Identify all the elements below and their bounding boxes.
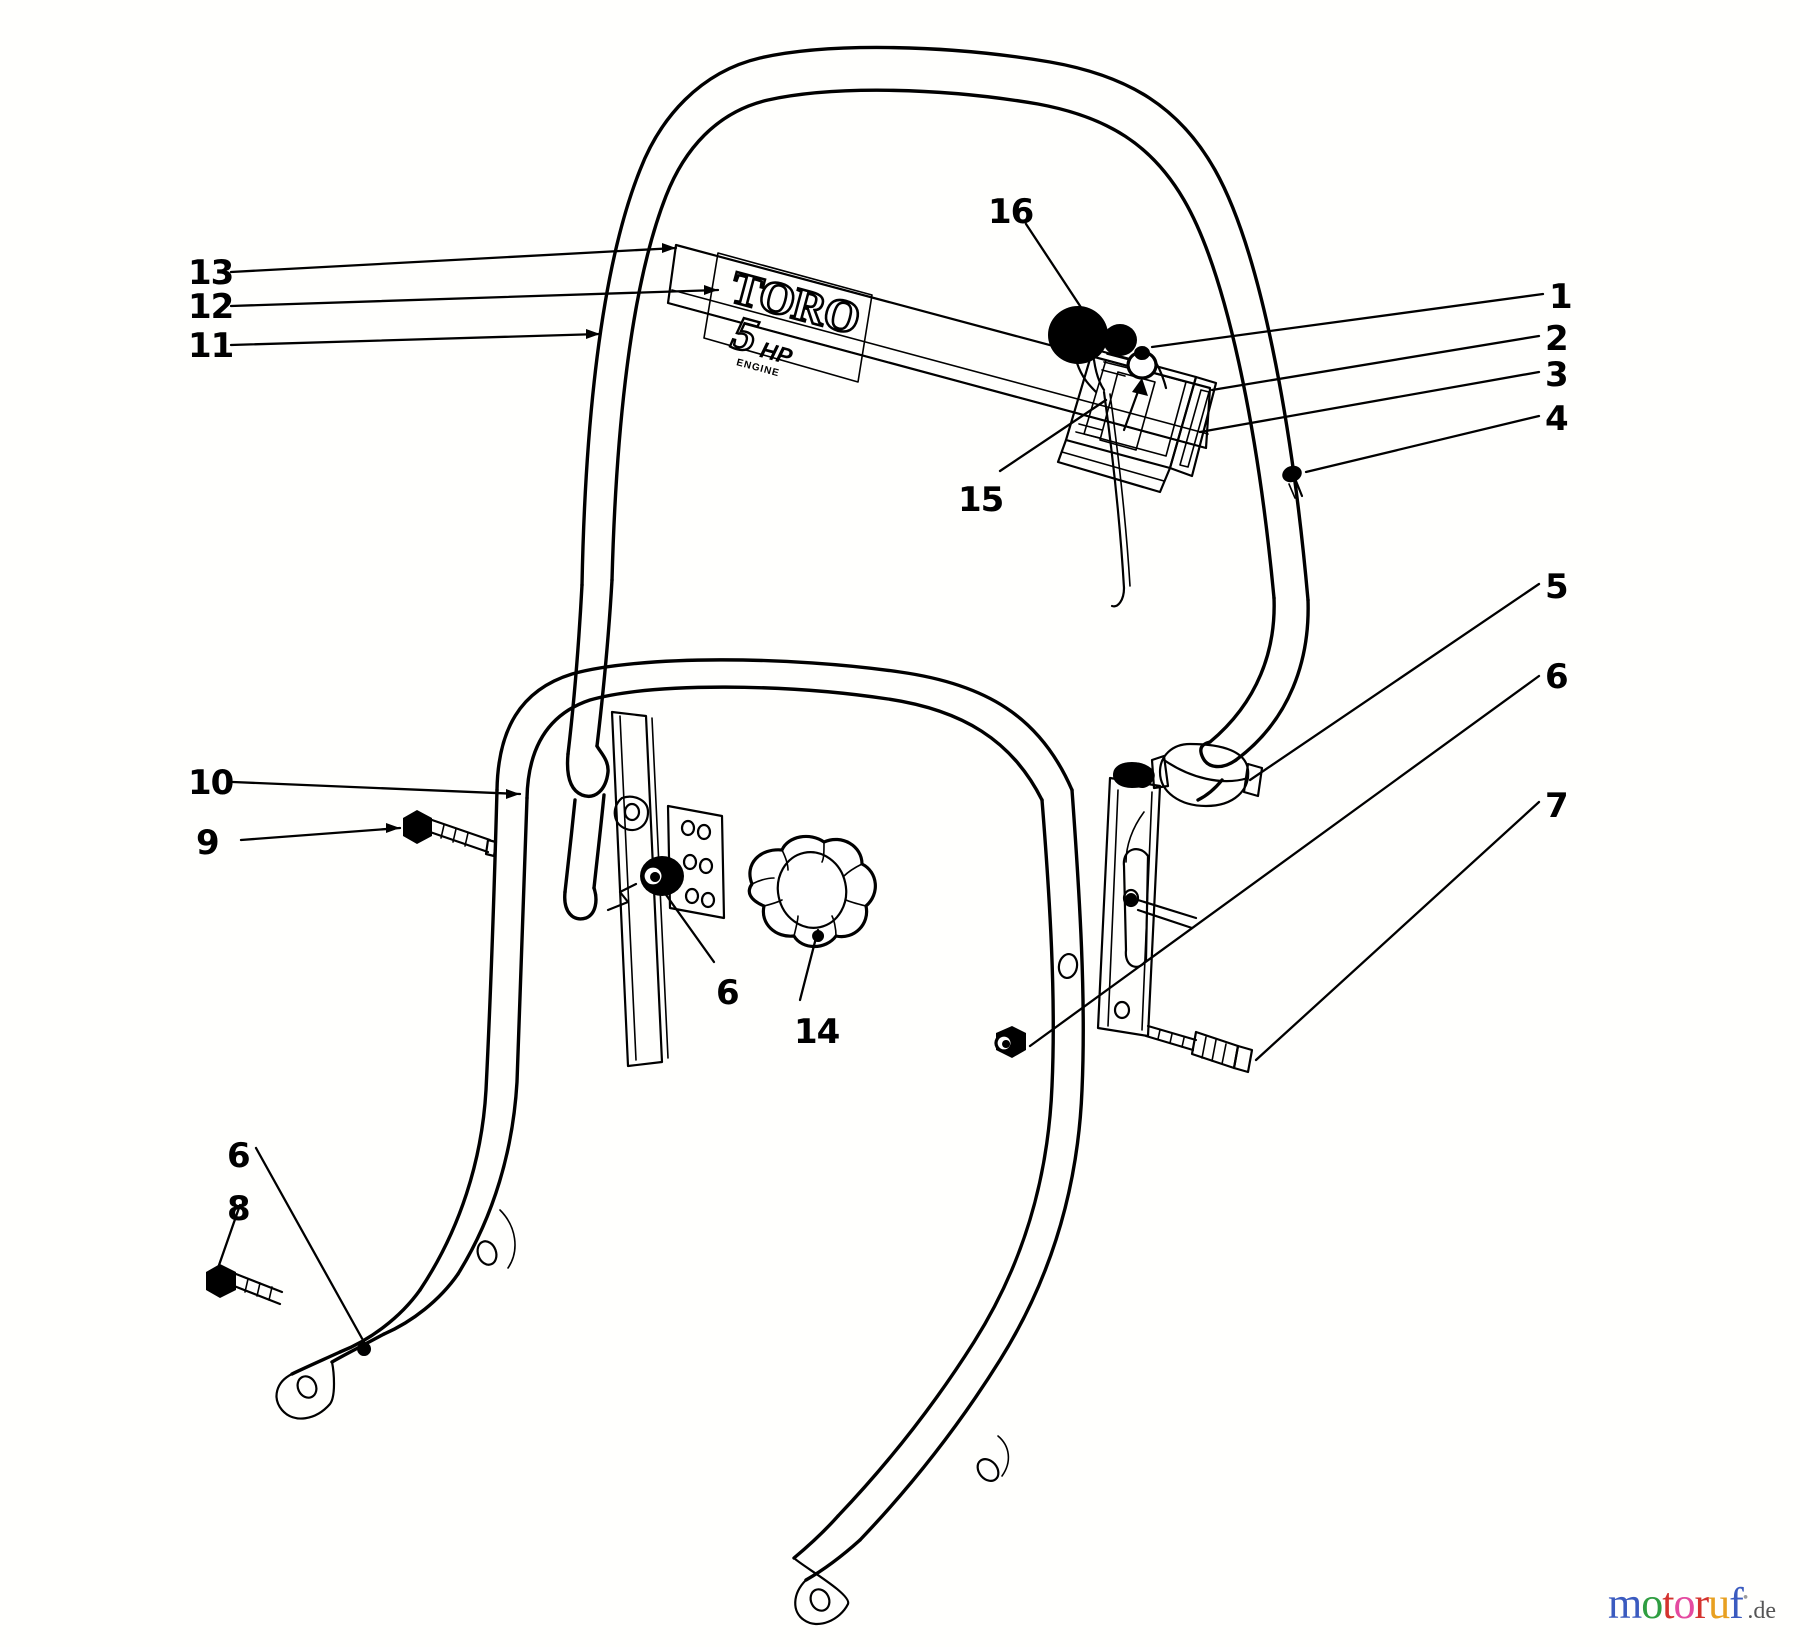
callout-12: 12 [188, 287, 234, 327]
callout-14: 14 [794, 1012, 840, 1052]
callout-4: 4 [1545, 399, 1569, 439]
callout-9: 9 [196, 823, 220, 863]
callout-5: 5 [1545, 567, 1569, 607]
callout-2: 2 [1545, 319, 1569, 359]
star-knob-item14 [747, 834, 877, 949]
leader-lines [216, 222, 1545, 1356]
callout-13: 13 [188, 253, 234, 293]
lower-handle-right [792, 788, 1085, 1626]
hex-nut-right [994, 1026, 1026, 1058]
callout-6-center: 6 [716, 973, 740, 1013]
bolt-item7 [1144, 1024, 1254, 1074]
wm-suffix: .de [1747, 1598, 1777, 1624]
cable-clip-item5 [1131, 742, 1264, 808]
callout-11: 11 [188, 326, 234, 366]
wm-letter-u: u [1708, 1579, 1730, 1628]
screw-item4 [1282, 465, 1304, 499]
callout-8: 8 [227, 1189, 251, 1229]
callout-3: 3 [1545, 355, 1569, 395]
upper-handle-loop [563, 45, 1310, 921]
wm-letter-o1: o [1641, 1579, 1663, 1628]
callout-15: 15 [958, 480, 1004, 520]
bolt-item8 [206, 1264, 284, 1306]
wm-letter-r: r [1694, 1579, 1709, 1628]
wm-letter-o2: o [1673, 1579, 1695, 1628]
callout-1: 1 [1549, 277, 1573, 317]
callout-6-right: 6 [1545, 657, 1569, 697]
motoruf-watermark: motoruf•.de [1608, 1578, 1776, 1629]
handle-decal-panel [666, 243, 1212, 450]
lower-handle-left [275, 658, 1074, 1420]
upper-handle-right-leg [1196, 596, 1310, 802]
callout-10: 10 [188, 763, 234, 803]
throttle-knob-item16 [1048, 306, 1108, 394]
wm-letter-f: f [1729, 1579, 1744, 1628]
bolt-item9 [403, 810, 498, 858]
wm-letter-t: t [1662, 1579, 1674, 1628]
callout-7: 7 [1545, 786, 1569, 826]
control-cable [1102, 390, 1131, 608]
handle-adjust-plate-right [1096, 761, 1198, 1038]
callout-16: 16 [988, 192, 1034, 232]
toro-logo-decal: TORO 5 HP ENGINE [724, 260, 866, 379]
callout-6-left: 6 [227, 1136, 251, 1176]
wm-dot-icon: • [1742, 1589, 1749, 1607]
svg-text:5: 5 [727, 306, 764, 363]
control-small-knob [1103, 324, 1168, 390]
carriage-bolt-head-center [606, 856, 684, 912]
wm-letter-m: m [1608, 1579, 1642, 1628]
